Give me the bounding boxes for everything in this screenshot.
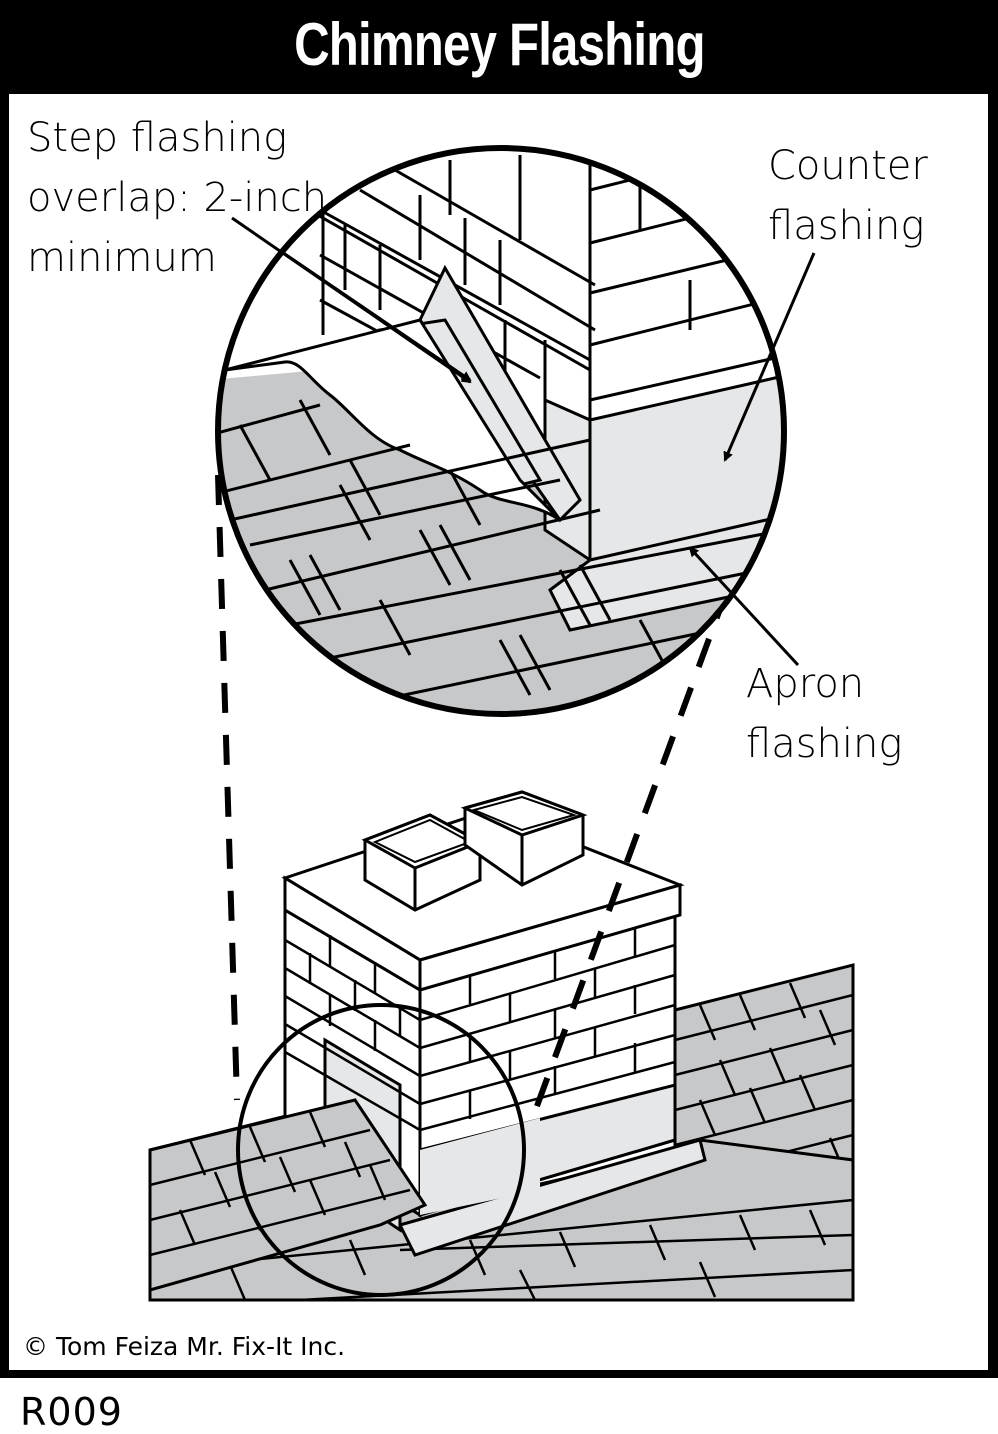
magnifier-outline [215, 145, 787, 717]
callout-line: Step flashing [27, 115, 288, 161]
arrow-pointer-icon [723, 252, 816, 462]
callout-line: flashing [746, 721, 903, 767]
chimney-illustration [148, 145, 855, 1302]
callout-counter-flashing: Counter flashing [768, 136, 928, 256]
callout-line: minimum [27, 235, 217, 281]
callout-line: Apron [746, 661, 865, 707]
arrow-pointer-icon [688, 546, 800, 667]
arrow-pointer-icon [231, 216, 472, 384]
callout-line: Counter [768, 143, 928, 189]
copyright-text: © Tom Feiza Mr. Fix-It Inc. [23, 1332, 346, 1361]
callout-line: flashing [768, 203, 925, 249]
callout-step-flashing: Step flashing overlap: 2-inch minimum [27, 108, 327, 288]
callout-apron-flashing: Apron flashing [746, 654, 902, 774]
title-bar: Chimney Flashing [0, 0, 998, 88]
callout-line: overlap: 2-inch [27, 175, 328, 221]
magnified-detail [218, 148, 784, 714]
illustration-panel: Step flashing overlap: 2-inch minimum Co… [9, 94, 988, 1370]
figure-code: R009 [20, 1390, 123, 1434]
dashed-leaders [215, 474, 730, 1127]
roof-left [148, 1098, 428, 1292]
detail-circle-icon [236, 1003, 526, 1297]
page-title: Chimney Flashing [293, 10, 705, 78]
